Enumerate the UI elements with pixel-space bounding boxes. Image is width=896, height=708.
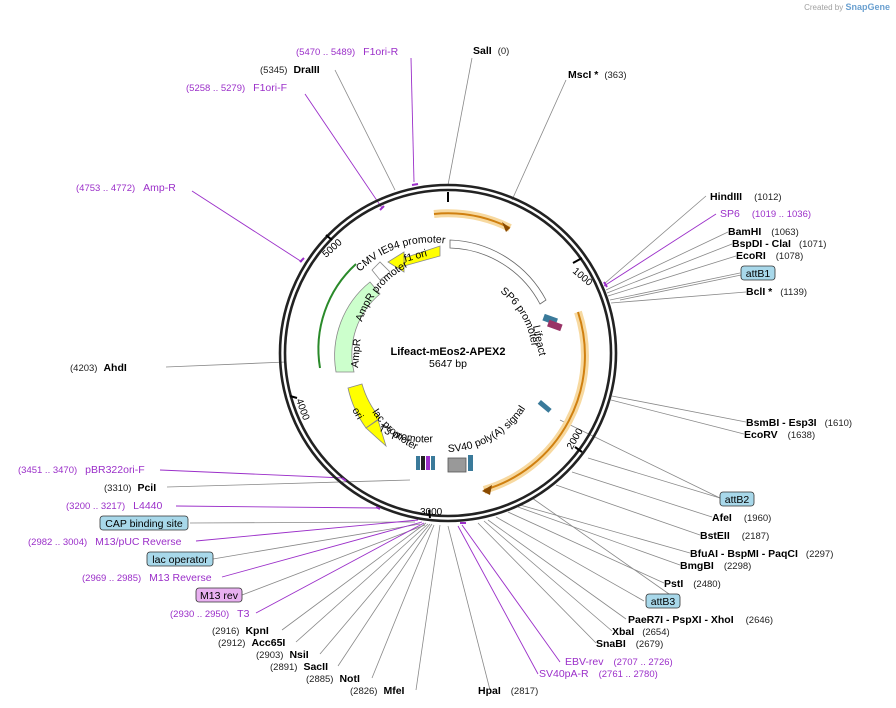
enzyme-label[interactable]: (4203)AhdI xyxy=(70,362,127,374)
t3-block xyxy=(431,456,435,470)
ampr-arrow xyxy=(334,281,381,373)
cap-block xyxy=(416,456,420,470)
plasmid-name: Lifeact-mEos2-APEX2 xyxy=(391,346,506,358)
primer-label[interactable]: EBV-rev(2707 .. 2726) xyxy=(565,656,673,668)
enzyme-labels: SalI(0) MscI *(363) HindIII(1012) BamHI(… xyxy=(70,45,852,697)
orf-top-arrow xyxy=(502,222,510,232)
primer-label[interactable]: (2982 .. 3004)M13/pUC Reverse xyxy=(28,536,182,548)
primer-label[interactable]: (3451 .. 3470)pBR322ori-F xyxy=(18,464,145,476)
orf-right xyxy=(483,311,586,491)
boxed-features: attB1 attB2 attB3 CAP binding site lac o… xyxy=(99,265,776,609)
enzyme-label[interactable]: BfuAI - BspMI - PaqCI(2297) xyxy=(690,548,833,560)
enzyme-label[interactable]: (2903)NsiI xyxy=(256,649,309,661)
enzyme-label[interactable]: EcoRV(1638) xyxy=(744,429,815,441)
primer-label[interactable]: (3200 .. 3217)L4440 xyxy=(66,500,163,512)
tick-2000: 2000 xyxy=(565,426,586,451)
svg-text:lac operator: lac operator xyxy=(152,554,208,566)
cap-binding-site-box[interactable]: CAP binding site xyxy=(99,515,189,531)
primer-label[interactable]: SV40pA-R(2761 .. 2780) xyxy=(539,668,658,680)
primer-labels: (5470 .. 5489)F1ori-R (5258 .. 5279)F1or… xyxy=(18,46,811,680)
tick-marks xyxy=(289,192,583,519)
cmv-promoter-arrow xyxy=(449,239,547,305)
primer-label[interactable]: (2930 .. 2950)T3 xyxy=(170,608,250,620)
enzyme-label[interactable]: BspDI - ClaI(1071) xyxy=(732,238,826,250)
enzyme-label[interactable]: (2912)Acc65I xyxy=(218,637,285,649)
feature-ampr: AmpR xyxy=(349,338,364,369)
enzyme-label[interactable]: (2885)NotI xyxy=(306,673,360,685)
primer-label[interactable]: (5258 .. 5279)F1ori-F xyxy=(186,82,287,94)
m13-rev-box[interactable]: M13 rev xyxy=(195,587,243,603)
enzyme-label[interactable]: EcoRI(1078) xyxy=(736,250,803,262)
tick-1000: 1000 xyxy=(570,266,594,289)
primer-label[interactable]: (4753 .. 4772)Amp-R xyxy=(76,182,176,194)
enzyme-label[interactable]: (2826)MfeI xyxy=(350,685,405,697)
svg-text:M13 rev: M13 rev xyxy=(200,590,239,602)
enzyme-label[interactable]: SnaBI(2679) xyxy=(596,638,663,650)
lac-op-block xyxy=(421,456,425,470)
enzyme-label[interactable]: XbaI(2654) xyxy=(612,626,670,638)
primer-label[interactable]: (2969 .. 2985)M13 Reverse xyxy=(82,572,212,584)
snapgene-brand: Created by SnapGene xyxy=(804,2,890,12)
attb1-block xyxy=(547,319,563,332)
primer-label[interactable]: (5470 .. 5489)F1ori-R xyxy=(296,46,399,58)
enzyme-label[interactable]: (2891)SacII xyxy=(270,661,328,673)
lac-operator-box[interactable]: lac operator xyxy=(146,551,214,567)
attb3-block xyxy=(468,455,473,471)
m13rev-block xyxy=(426,456,430,470)
primer-marks xyxy=(299,183,608,524)
ampr-orf-line xyxy=(317,263,357,369)
svg-text:CAP binding site: CAP binding site xyxy=(105,518,183,530)
enzyme-label[interactable]: BamHI(1063) xyxy=(728,226,799,238)
enzyme-label[interactable]: PstI(2480) xyxy=(664,578,721,590)
orf-right-arrow xyxy=(482,485,492,495)
f1-ori-arrowhead xyxy=(387,251,405,273)
attb2-box[interactable]: attB2 xyxy=(719,491,755,507)
enzyme-label[interactable]: AfeI(1960) xyxy=(712,512,771,524)
enzyme-label[interactable]: HpaI(2817) xyxy=(478,685,538,697)
backbone-outer xyxy=(278,183,618,523)
sv40-block xyxy=(447,457,467,473)
enzyme-label[interactable]: BstEII(2187) xyxy=(700,530,769,542)
enzyme-label[interactable]: (2916)KpnI xyxy=(212,625,269,637)
svg-text:attB1: attB1 xyxy=(746,268,771,280)
feature-sv40-polya: SV40 poly(A) signal xyxy=(447,404,528,455)
tick-3000: 3000 xyxy=(420,507,443,518)
enzyme-label[interactable]: BclI *(1139) xyxy=(746,286,807,298)
enzyme-label[interactable]: SalI(0) xyxy=(473,45,509,57)
primer-label[interactable]: SP6(1019 .. 1036) xyxy=(720,208,811,220)
enzyme-label[interactable]: (5345)DraIII xyxy=(260,64,320,76)
enzyme-label[interactable]: BmgBI(2298) xyxy=(680,560,751,572)
enzyme-label[interactable]: (3310)PciI xyxy=(104,482,156,494)
attb1-box[interactable]: attB1 xyxy=(740,265,776,281)
plasmid-size: 5647 bp xyxy=(429,358,467,370)
ampr-promoter-arrow xyxy=(371,261,391,281)
connector-lines xyxy=(165,57,747,691)
small-features xyxy=(416,313,563,473)
svg-text:attB3: attB3 xyxy=(651,596,676,608)
enzyme-label[interactable]: PaeR7I - PspXI - XhoI(2646) xyxy=(628,614,773,626)
enzyme-label[interactable]: HindIII(1012) xyxy=(710,191,782,203)
enzyme-label[interactable]: MscI *(363) xyxy=(568,69,627,81)
svg-text:attB2: attB2 xyxy=(725,494,750,506)
enzyme-label[interactable]: BsmBI - Esp3I(1610) xyxy=(746,417,852,429)
backbone-inner xyxy=(283,188,613,518)
attb2-block xyxy=(537,399,552,413)
primer-connectors xyxy=(159,57,717,675)
tick-labels: 1000 2000 3000 4000 5000 xyxy=(293,237,594,518)
brand-name: SnapGene xyxy=(845,2,890,12)
feature-ori: ori xyxy=(349,406,365,422)
attb3-box[interactable]: attB3 xyxy=(645,593,681,609)
brand-prefix: Created by xyxy=(804,3,844,12)
ori-arrowhead xyxy=(365,419,387,448)
feature-f1-ori: f1 ori xyxy=(403,247,429,265)
